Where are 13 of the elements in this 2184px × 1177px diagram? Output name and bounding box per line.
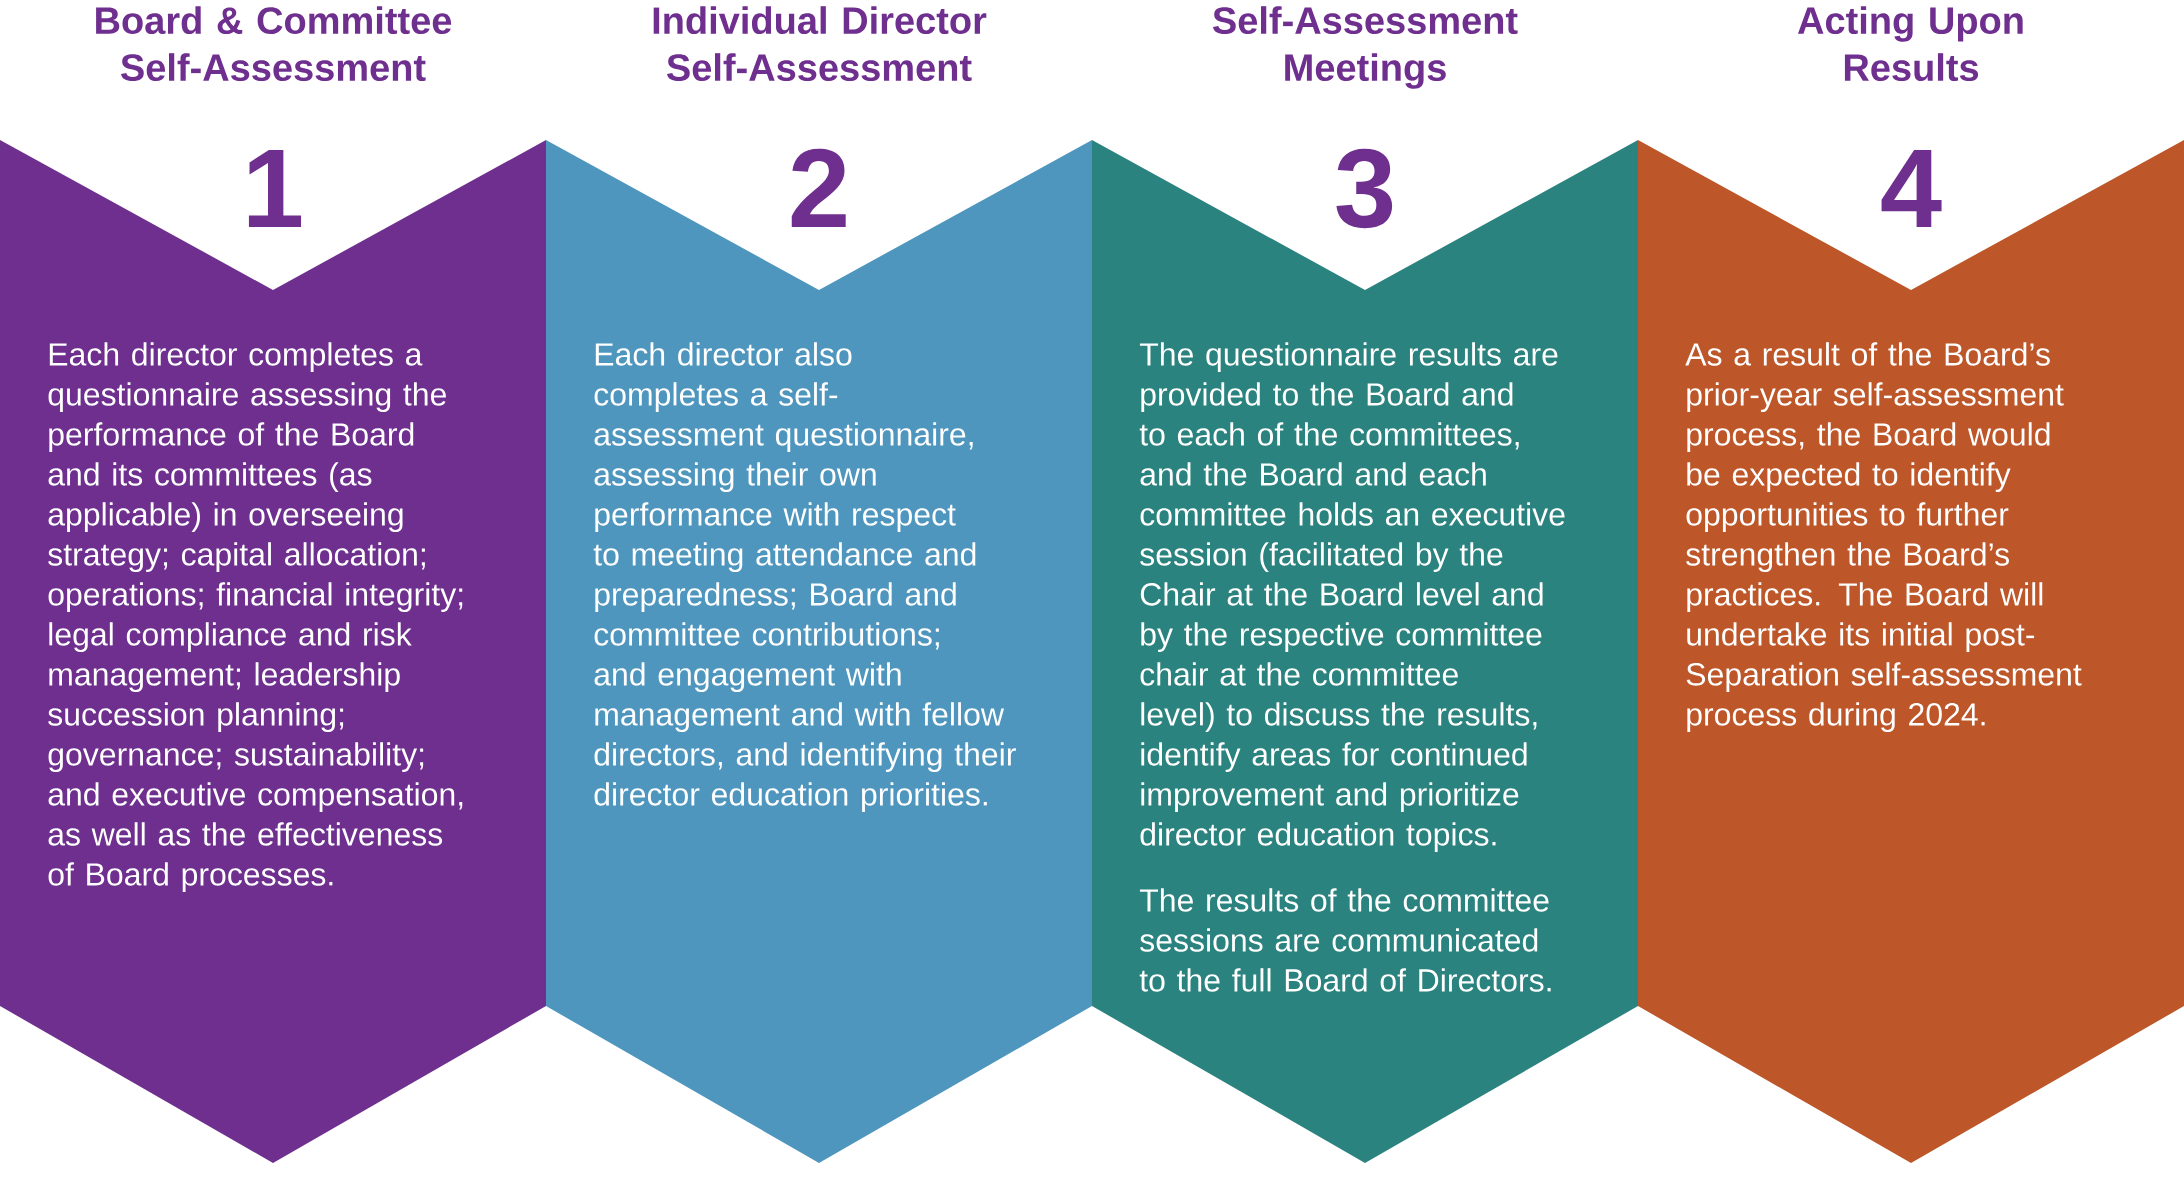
step-heading: Self-Assessment Meetings — [1213, 6, 1518, 89]
step-heading: Board & Committee Self-Assessment — [96, 6, 452, 82]
step-number: 4 — [1881, 149, 1942, 227]
step-description: The results of the committee sessions are communicated to the full Board of Directors. — [1139, 888, 1551, 992]
step-description: As a result of the Board’s prior-year self-assessment process, the Board would be expected to identify opportunities to further strengthen the Board’s practices. The Board will undertake its initial post-Separation self-assessment process during 2024. — [1685, 342, 2082, 732]
step-description: The questionnaire results are provided to the Board and to each of the committees, and the Board and each committee holds an executive session (facilitated by the Chair at the Board level and by the respective committee chair at the committee level) to discuss the results, identify areas for continued improvement and prioritize director education topics. — [1139, 342, 1565, 852]
step-heading: Individual Director Self-Assessment — [653, 6, 987, 82]
step-description: Each director also completes a self-assessment questionnaire, assessing their own performance with respect to meeting attendance and preparedness; Board and committee contributions; and engagement with management and with fellow directors, and identifying their director education priorities. — [593, 342, 1016, 812]
step-heading: Acting Upon Results — [1798, 6, 2023, 82]
step-number: 3 — [1336, 148, 1393, 229]
step-number: 2 — [791, 148, 846, 227]
step-description: Each director completes a questionnaire assessing the performance of the Board and its committees (as applicable) in overseeing strategy; capital allocation; operations; financial integrity; legal compliance and risk management; leadership succession planning; governance; sustainability; and executive compensation, as well as the effectiveness of Board processes. — [48, 342, 463, 892]
step-number: 1 — [248, 149, 302, 227]
